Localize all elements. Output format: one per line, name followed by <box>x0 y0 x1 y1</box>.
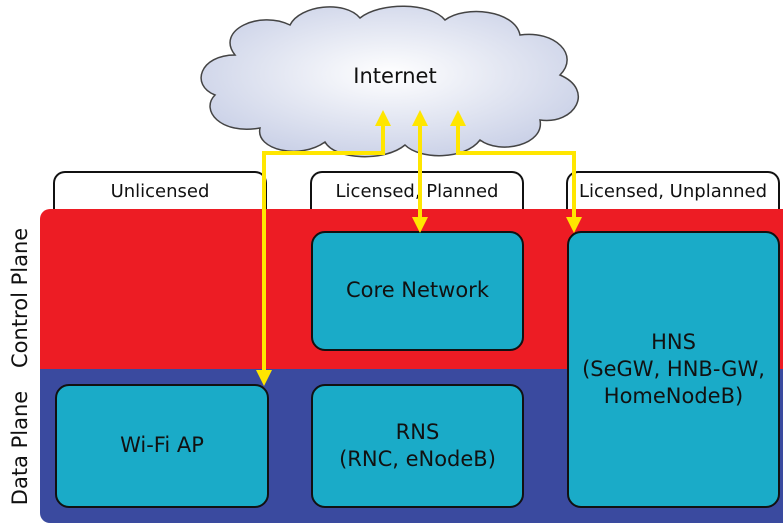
tab-licensed-unplanned: Licensed, Unplanned <box>566 171 780 210</box>
arrowhead-core-down <box>412 217 428 233</box>
arrow-internet-hns <box>456 124 576 221</box>
arrowhead-hns-up <box>450 110 466 126</box>
tab-licensed-planned: Licensed, Planned <box>310 171 524 210</box>
wifi-ap-box: Wi-Fi AP <box>55 384 269 508</box>
arrowhead-core-up <box>412 110 428 126</box>
hns-sublabel-2: HomeNodeB) <box>603 384 744 409</box>
arrow-internet-wifi <box>262 124 385 374</box>
rns-sublabel: (RNC, eNodeB) <box>339 447 496 471</box>
rns-label: RNS <box>395 419 440 444</box>
arrowhead-hns-down <box>566 217 582 233</box>
wifi-ap-label: Wi-Fi AP <box>120 433 204 458</box>
arrowhead-wifi-down <box>256 370 272 386</box>
tab-unlicensed: Unlicensed <box>53 171 267 210</box>
core-network-box: Core Network <box>311 231 524 351</box>
hns-box: HNS (SeGW, HNB-GW, HomeNodeB) <box>567 231 780 508</box>
hns-sublabel-1: (SeGW, HNB-GW, <box>582 356 765 381</box>
internet-label: Internet <box>353 64 437 88</box>
hns-label: HNS <box>651 329 696 354</box>
arrowhead-wifi-up <box>375 110 391 126</box>
core-network-label: Core Network <box>346 278 489 303</box>
rns-box: RNS (RNC, eNodeB) <box>311 384 524 508</box>
